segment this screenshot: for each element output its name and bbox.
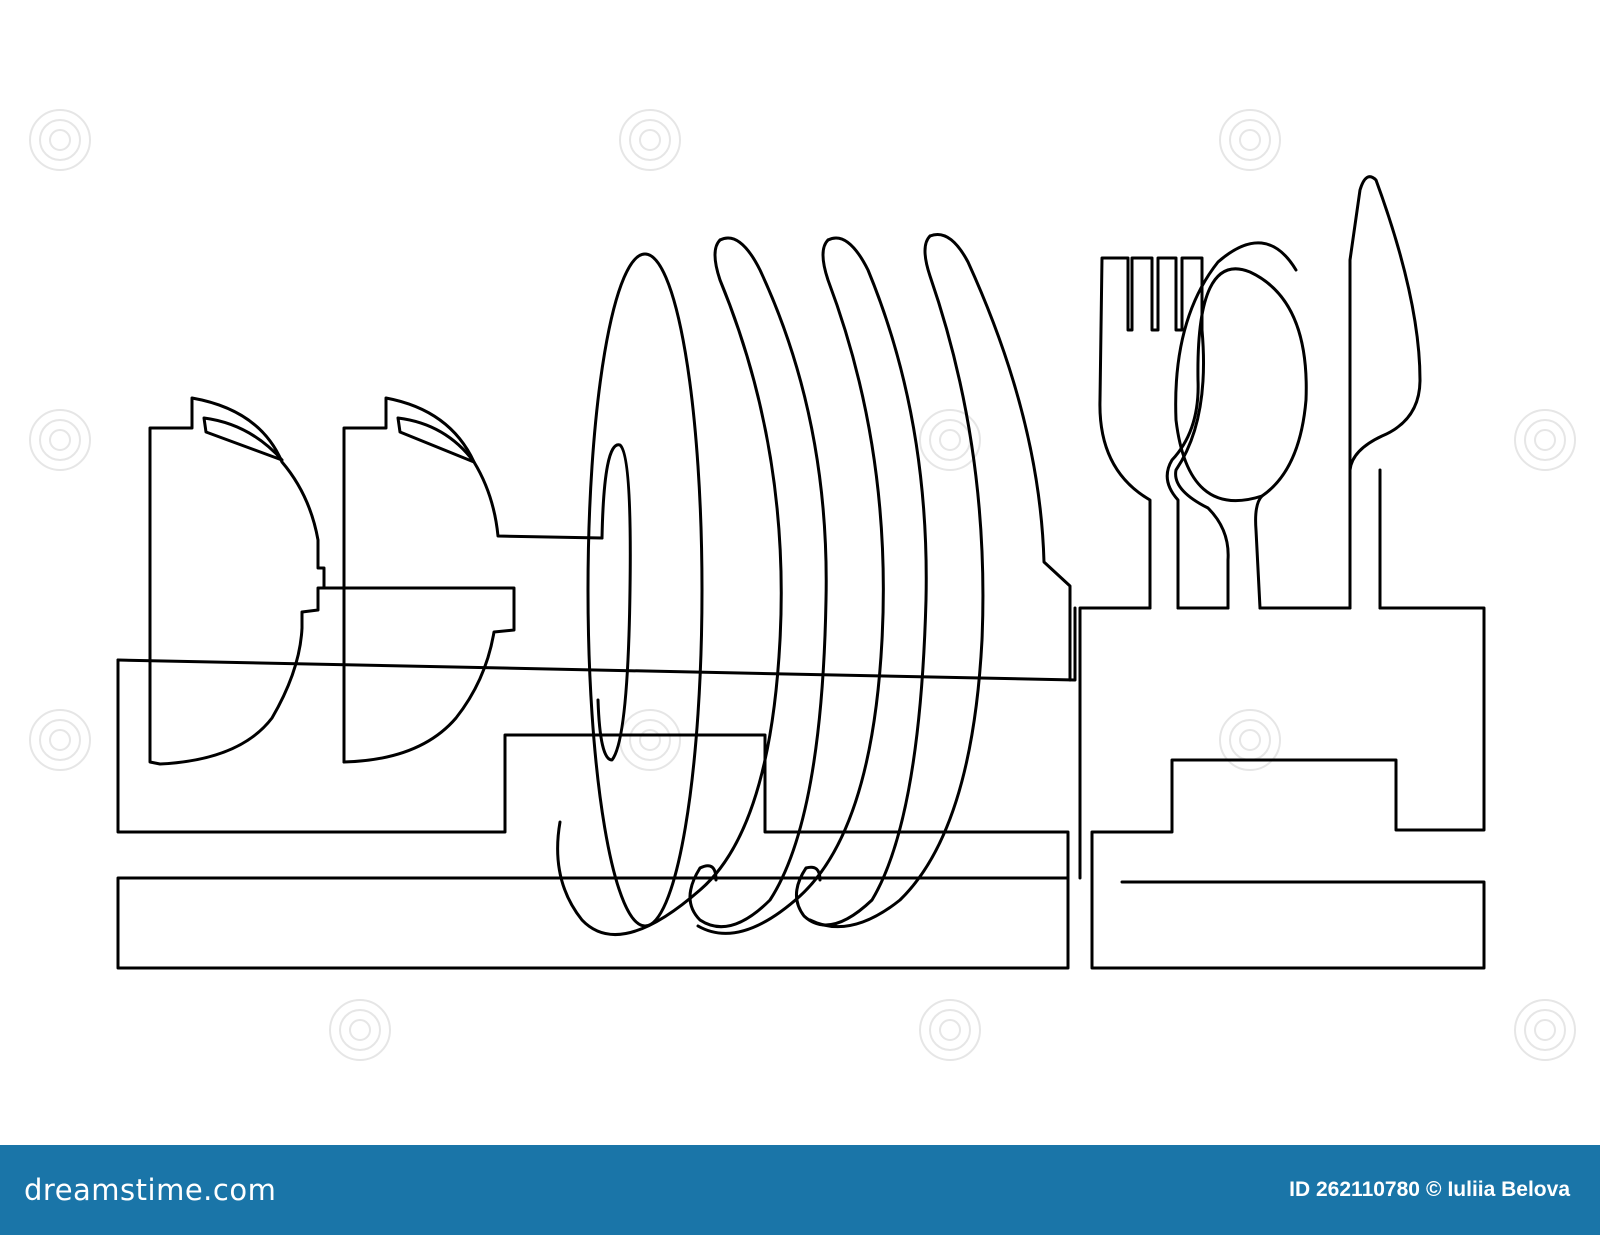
bowl-left-inner [202, 416, 284, 462]
bowl-left [148, 396, 326, 766]
bowl-middle-lower [318, 586, 516, 764]
fork [1098, 256, 1230, 610]
rack-upper-tray [116, 658, 1070, 880]
plate-3 [795, 236, 928, 927]
dreamstime-logo[interactable]: dreamstime.com [24, 1173, 277, 1207]
rack-top-rail [116, 606, 1077, 682]
footer-bar: dreamstime.com ID 262110780 © Iuliia Bel… [0, 1145, 1600, 1235]
image-id: ID 262110780 [1289, 1178, 1420, 1201]
bowl-middle [342, 396, 604, 764]
image-credit: ID 262110780 © Iuliia Belova [1289, 1178, 1570, 1202]
copyright-icon: © [1425, 1178, 1442, 1201]
knife [1348, 175, 1422, 610]
spoon-loop [1174, 241, 1298, 502]
plate-4-inner [808, 234, 985, 929]
dish-rack-illustration [116, 175, 1486, 970]
plate-2-inner [556, 238, 783, 936]
plate-1-rim [596, 443, 632, 762]
spoon [1165, 267, 1308, 610]
bowl-middle-inner [396, 416, 476, 464]
rack-base [116, 876, 1070, 970]
plate-3-inner [696, 238, 885, 935]
cutlery-holder [1078, 606, 1486, 970]
plate-2 [688, 236, 828, 929]
plate-1 [586, 252, 704, 928]
author-name[interactable]: Iuliia Belova [1447, 1178, 1570, 1201]
plate-4 [928, 233, 1072, 682]
